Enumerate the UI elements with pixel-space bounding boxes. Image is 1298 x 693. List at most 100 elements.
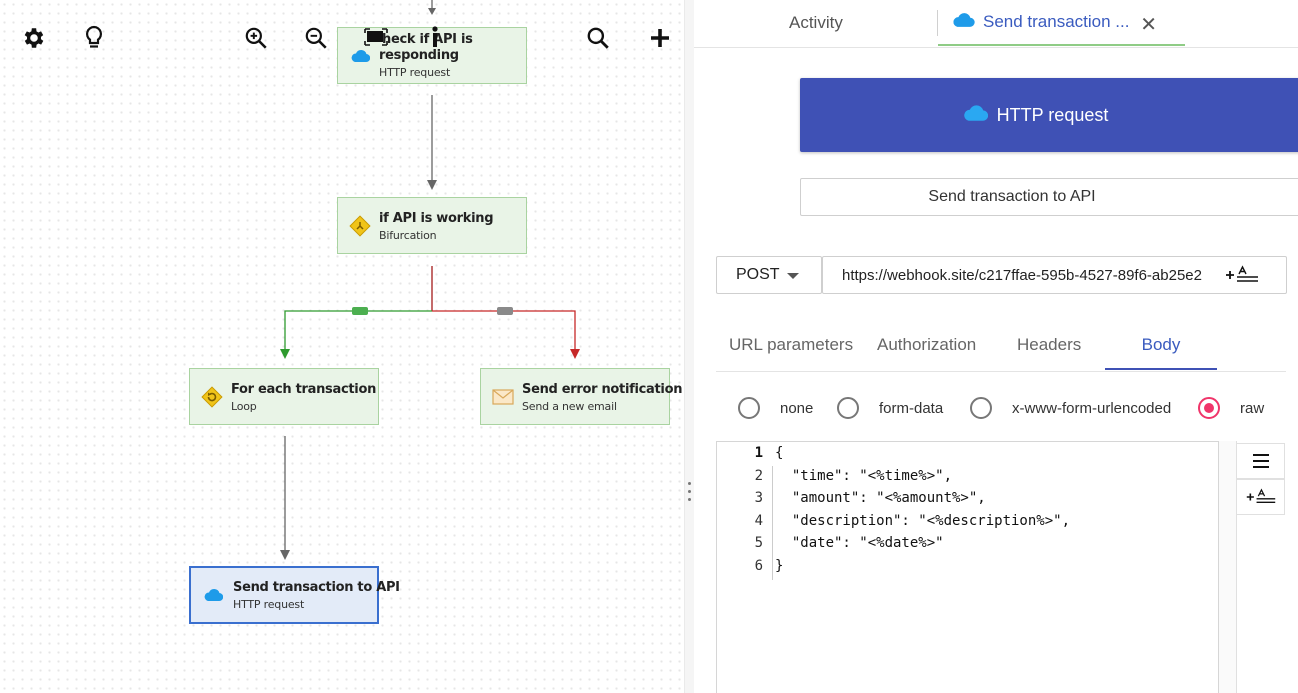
body-type-none-radio[interactable]: none	[738, 395, 813, 421]
radio-circle	[970, 397, 992, 419]
subtab-label: Authorization	[877, 335, 977, 354]
envelope-icon	[492, 386, 514, 408]
workflow-node-for-each-transaction[interactable]: For each transaction Loop	[189, 368, 379, 425]
tab-label: Send transaction ...	[983, 12, 1130, 31]
subtab-authorization[interactable]: Authorization	[877, 326, 976, 370]
node-title: For each transaction	[231, 382, 377, 397]
radio-label: raw	[1240, 399, 1265, 417]
code-line: "date": "<%date%>"	[775, 535, 944, 552]
tab-activity[interactable]: Activity	[789, 0, 843, 46]
node-subtitle: Loop	[231, 400, 257, 413]
body-code-editor[interactable]: 1 2 3 4 5 6 { "time": "<%time%>", "amoun…	[716, 441, 1219, 693]
code-lines: { "time": "<%time%>", "amount": "<%amoun…	[775, 442, 1070, 578]
drag-dots-icon	[688, 482, 691, 506]
workflow-canvas[interactable]: heck if API is responding HTTP request i…	[0, 0, 684, 693]
gear-icon[interactable]	[20, 24, 48, 52]
panel-splitter[interactable]	[684, 0, 695, 693]
node-title: heck if API is	[382, 32, 473, 47]
code-line: }	[775, 557, 784, 574]
connector-arrow	[280, 550, 290, 560]
tab-send-transaction[interactable]: Send transaction ... ✕	[938, 0, 1185, 46]
radio-label: none	[780, 399, 814, 417]
tab-label: Activity	[789, 13, 843, 32]
true-branch-arrow	[280, 349, 290, 359]
radio-circle	[738, 397, 760, 419]
subtab-body[interactable]: Body	[1105, 326, 1217, 370]
zoom-in-icon[interactable]	[242, 24, 270, 52]
subtab-headers[interactable]: Headers	[1017, 326, 1081, 370]
cloud-icon	[349, 45, 371, 67]
drag-handle-icon[interactable]	[364, 28, 388, 46]
chevron-down-icon	[787, 273, 799, 279]
line-number: 3	[754, 490, 763, 507]
lightbulb-icon[interactable]	[80, 24, 108, 52]
format-menu-icon[interactable]	[1236, 443, 1285, 479]
false-branch-tag[interactable]	[497, 307, 513, 315]
workflow-node-check-api[interactable]: heck if API is responding HTTP request	[337, 26, 527, 84]
subtab-url-parameters[interactable]: URL parameters	[729, 326, 853, 370]
insert-variable-icon[interactable]	[1224, 265, 1264, 285]
plus-icon[interactable]	[646, 24, 674, 52]
radio-label: x-www-form-urlencoded	[1012, 399, 1172, 417]
cloud-icon	[951, 12, 975, 33]
node-title: if API is working	[379, 211, 494, 226]
cloud-icon	[202, 584, 224, 606]
url-input[interactable]: https://webhook.site/c217ffae-595b-4527-…	[822, 256, 1287, 294]
line-number: 1	[754, 445, 763, 461]
node-title: Send transaction to API	[233, 580, 400, 595]
node-title-line2: responding	[379, 48, 459, 63]
loop-icon	[201, 385, 223, 408]
subtabs-divider	[716, 371, 1286, 372]
insert-variable-icon[interactable]	[1236, 479, 1285, 515]
app-type-label: HTTP request	[996, 104, 1109, 125]
connector-arrow	[428, 8, 436, 15]
http-method-select[interactable]: POST	[716, 256, 822, 294]
workflow-node-if-api-working[interactable]: if API is working Bifurcation	[337, 197, 527, 254]
line-number-gutter: 1 2 3 4 5 6	[717, 442, 766, 693]
subtab-label: URL parameters	[729, 335, 854, 354]
subtab-label: Headers	[1017, 335, 1082, 354]
cursor-icon	[430, 26, 440, 48]
code-line: "description": "<%description%>",	[775, 512, 1071, 529]
step-name-field[interactable]: Send transaction to API	[800, 178, 1298, 216]
true-branch-tag[interactable]	[352, 307, 368, 315]
url-value: https://webhook.site/c217ffae-595b-4527-…	[842, 266, 1202, 284]
body-type-raw-radio[interactable]: raw	[1198, 395, 1264, 421]
tabs-divider	[694, 47, 1298, 48]
radio-label: form-data	[879, 399, 944, 417]
zoom-out-icon[interactable]	[302, 24, 330, 52]
editor-scrollbar[interactable]	[1219, 441, 1237, 693]
properties-panel: Activity Send transaction ... ✕ HTTP req…	[694, 0, 1298, 693]
false-branch-line	[432, 310, 576, 350]
code-line: "amount": "<%amount%>",	[775, 490, 986, 507]
subtab-label: Body	[1141, 335, 1181, 354]
workflow-node-send-error-notification[interactable]: Send error notification Send a new email	[480, 368, 682, 425]
close-icon[interactable]: ✕	[1140, 14, 1157, 36]
http-method-value: POST	[736, 266, 780, 283]
code-line: "time": "<%time%>",	[775, 467, 953, 484]
app-type-banner[interactable]: HTTP request	[800, 78, 1298, 152]
body-type-form-data-radio[interactable]: form-data	[837, 395, 943, 421]
radio-circle	[837, 397, 859, 419]
node-subtitle: Bifurcation	[379, 229, 437, 242]
line-number: 5	[754, 535, 763, 552]
body-type-urlencoded-radio[interactable]: x-www-form-urlencoded	[970, 395, 1171, 421]
step-name-value: Send transaction to API	[928, 188, 1096, 205]
indent-guide	[772, 466, 773, 580]
true-branch-line	[284, 310, 432, 350]
connector-lines	[280, 0, 580, 560]
connector-arrow	[427, 180, 437, 190]
radio-circle-checked	[1198, 397, 1220, 419]
line-number: 6	[754, 557, 763, 574]
line-number: 4	[754, 512, 763, 529]
line-number: 2	[754, 467, 763, 484]
code-line: {	[775, 445, 784, 461]
search-icon[interactable]	[584, 24, 612, 52]
false-branch-arrow	[570, 349, 580, 359]
node-subtitle: HTTP request	[379, 66, 451, 79]
node-subtitle: HTTP request	[233, 598, 305, 611]
node-title: Send error notification	[522, 382, 683, 397]
workflow-node-send-transaction[interactable]: Send transaction to API HTTP request	[189, 566, 400, 624]
bifurcation-icon	[349, 214, 371, 237]
tab-divider	[937, 10, 938, 36]
